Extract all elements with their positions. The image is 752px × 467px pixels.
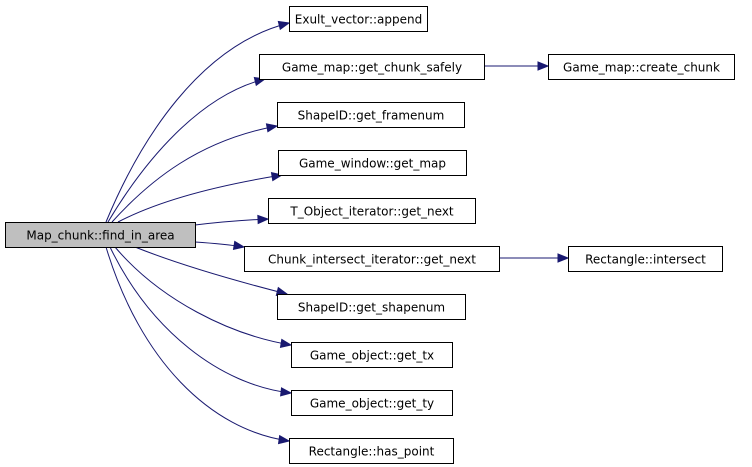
arrowhead-icon [280, 387, 293, 397]
node-label: Game_object::get_tx [310, 349, 434, 363]
node-label: Game_map::get_chunk_safely [282, 61, 462, 75]
node-label: Game_window::get_map [299, 157, 446, 171]
edge-find_in_area-to-get_shapenum [134, 246, 288, 295]
node-box[interactable] [278, 150, 467, 176]
edge-find_in_area-to-append [105, 22, 290, 223]
node-label: Chunk_intersect_iterator::get_next [268, 253, 476, 267]
node-box[interactable] [277, 294, 466, 320]
node-intersect[interactable]: Rectangle::intersect [568, 246, 723, 272]
node-find_in_area[interactable]: Map_chunk::find_in_area [5, 222, 196, 248]
node-label: Exult_vector::append [295, 13, 422, 27]
node-label: Rectangle::has_point [309, 445, 435, 459]
arrowhead-icon [279, 338, 293, 348]
node-box[interactable] [259, 54, 485, 80]
node-get_map[interactable]: Game_window::get_map [278, 150, 467, 176]
node-get_tx[interactable]: Game_object::get_tx [291, 342, 453, 368]
node-box[interactable] [5, 222, 196, 248]
nodes-layer: Map_chunk::find_in_area Exult_vector::app… [5, 6, 735, 464]
node-box[interactable] [289, 438, 454, 464]
node-label: Game_object::get_ty [310, 397, 434, 411]
node-box[interactable] [548, 54, 735, 80]
edge-find_in_area-to-has_point [105, 246, 290, 442]
node-get_framenum[interactable]: ShapeID::get_framenum [277, 102, 465, 128]
node-t_get_next[interactable]: T_Object_iterator::get_next [268, 198, 476, 224]
node-create_chunk[interactable]: Game_map::create_chunk [548, 54, 735, 80]
node-get_chunk_safely[interactable]: Game_map::get_chunk_safely [259, 54, 485, 80]
arrowhead-icon [257, 214, 270, 225]
edge-find_in_area-to-t_get_next [194, 218, 269, 226]
node-box[interactable] [291, 342, 453, 368]
arrowhead-icon [232, 240, 246, 251]
edge-find_in_area-to-get_tx [114, 246, 292, 346]
node-box[interactable] [277, 102, 465, 128]
node-ci_get_next[interactable]: Chunk_intersect_iterator::get_next [244, 246, 500, 272]
arrowhead-icon [277, 434, 291, 445]
edge-find_in_area-to-get_ty [109, 246, 292, 394]
node-box[interactable] [291, 390, 453, 416]
node-get_shapenum[interactable]: ShapeID::get_shapenum [277, 294, 466, 320]
node-has_point[interactable]: Rectangle::has_point [289, 438, 454, 464]
edge-find_in_area-to-get_framenum [111, 125, 278, 223]
node-box[interactable] [568, 246, 723, 272]
node-label: Game_map::create_chunk [563, 61, 720, 75]
node-append[interactable]: Exult_vector::append [289, 6, 428, 32]
node-label: Map_chunk::find_in_area [26, 229, 174, 243]
node-label: T_Object_iterator::get_next [289, 205, 454, 219]
node-box[interactable] [268, 198, 476, 224]
node-label: ShapeID::get_shapenum [298, 301, 445, 315]
node-label: ShapeID::get_framenum [298, 109, 445, 123]
node-get_ty[interactable]: Game_object::get_ty [291, 390, 453, 416]
arrowhead-icon [537, 61, 550, 71]
edge-find_in_area-to-get_map [117, 174, 283, 223]
node-box[interactable] [244, 246, 500, 272]
arrowhead-icon [557, 253, 570, 263]
arrowhead-icon [265, 123, 279, 133]
edge-find_in_area-to-get_chunk_safely [107, 78, 266, 223]
node-label: Rectangle::intersect [585, 253, 706, 267]
arrowhead-icon [277, 20, 291, 31]
node-box[interactable] [289, 6, 428, 32]
